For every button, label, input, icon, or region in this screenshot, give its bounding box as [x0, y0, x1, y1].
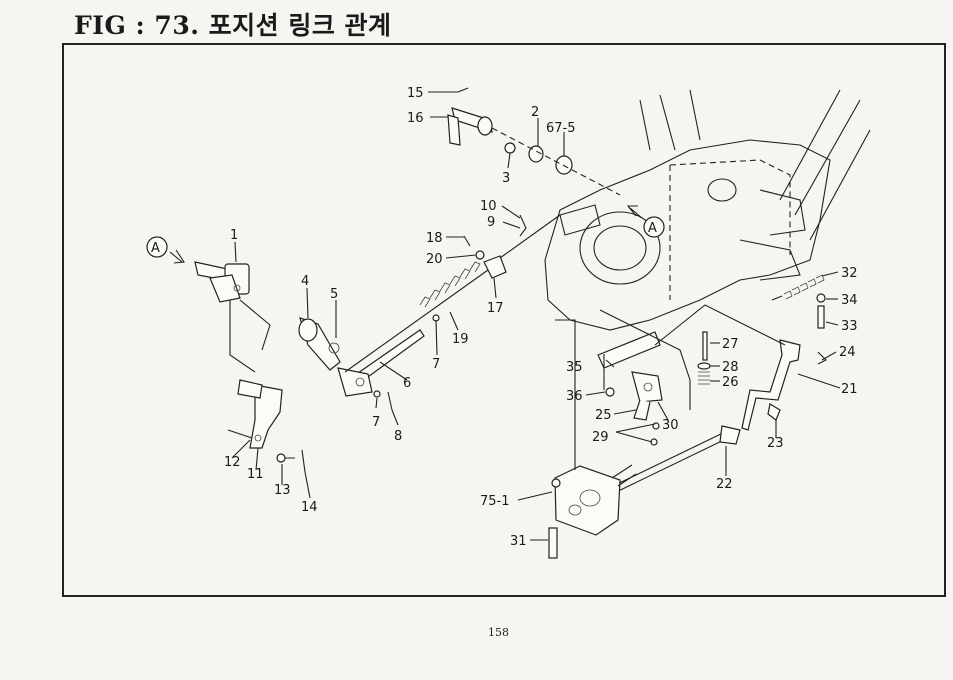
lower-fork-lever — [237, 379, 283, 449]
top-lift-arm — [447, 87, 621, 196]
return-spring-32 — [771, 274, 826, 329]
callout: 15 — [407, 86, 424, 101]
callout: 13 — [274, 483, 291, 498]
view-marker-right: A — [626, 205, 665, 238]
connecting-rod-22 — [604, 425, 741, 497]
rod-joint-block — [463, 214, 527, 279]
callout: 27 — [722, 337, 739, 352]
callout: 33 — [841, 319, 858, 334]
view-marker-label: A — [151, 241, 160, 256]
callout: 75-1 — [480, 494, 510, 509]
leader-lines — [231, 91, 841, 541]
callout: 20 — [426, 252, 443, 267]
callout: 22 — [716, 477, 733, 492]
callout: 7 — [432, 357, 440, 372]
callout: 18 — [426, 231, 443, 246]
callout: 10 — [480, 199, 497, 214]
transmission-housing — [544, 89, 871, 331]
callout: 16 — [407, 111, 424, 126]
callout: 25 — [595, 408, 612, 423]
callout: 17 — [487, 301, 504, 316]
callout: 67-5 — [546, 121, 576, 136]
callout: 3 — [502, 171, 510, 186]
spring-rod — [344, 261, 489, 373]
lever-arm — [298, 317, 341, 371]
position-lever-shaft — [194, 261, 250, 303]
spring-stack — [697, 331, 711, 385]
callout: 36 — [566, 389, 583, 404]
callout: 30 — [662, 418, 679, 433]
callout: 34 — [841, 293, 858, 308]
callout: 32 — [841, 266, 858, 281]
callout: 28 — [722, 360, 739, 375]
callout: 6 — [403, 376, 411, 391]
callout: 24 — [839, 345, 856, 360]
callout: 5 — [330, 287, 338, 302]
callout: 2 — [531, 105, 539, 120]
callout: 14 — [301, 500, 318, 515]
callout: 29 — [592, 430, 609, 445]
callout: 8 — [394, 429, 402, 444]
diagram-frame — [62, 43, 946, 597]
control-rod — [337, 329, 425, 411]
callout: 26 — [722, 375, 739, 390]
long-rod-21 — [741, 339, 827, 431]
valve-body-75-1 — [548, 464, 637, 559]
callout: 12 — [224, 455, 241, 470]
view-marker-label: A — [648, 221, 657, 236]
callout: 4 — [301, 274, 309, 289]
callout: 23 — [767, 436, 784, 451]
callout: 19 — [452, 332, 469, 347]
callout: 9 — [487, 215, 495, 230]
cam-lever — [631, 371, 663, 446]
callout: 21 — [841, 382, 858, 397]
upper-bracket — [597, 331, 661, 397]
callout-labels: 1 2 3 4 5 6 7 7 8 9 10 11 12 13 14 15 16… — [224, 86, 858, 549]
callout: 11 — [247, 467, 264, 482]
callout: 31 — [510, 534, 527, 549]
figure-title: FIG : 73. 포지션 링크 관계 — [74, 11, 392, 40]
callout: 35 — [566, 360, 583, 375]
callout: 1 — [230, 228, 238, 243]
view-marker-left: A — [146, 236, 185, 264]
callout: 7 — [372, 415, 380, 430]
page-number: 158 — [488, 626, 509, 639]
